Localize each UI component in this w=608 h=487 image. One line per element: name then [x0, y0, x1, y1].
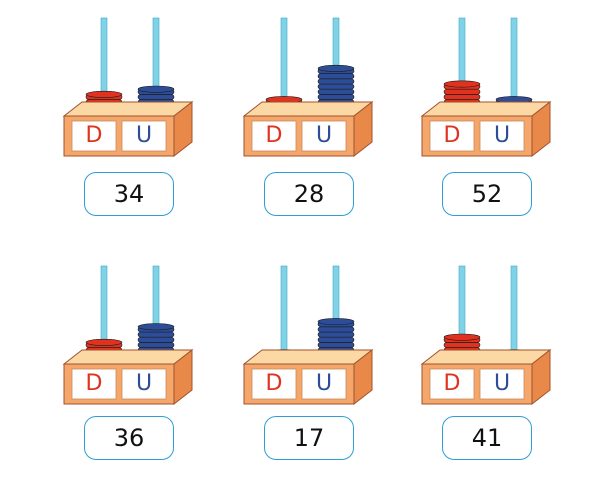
base-top [242, 349, 374, 365]
tens-rod [280, 265, 288, 361]
tens-label-panel [71, 368, 117, 400]
tens-bead-top [443, 333, 481, 341]
abacus-drawing [420, 265, 552, 406]
units-bead [317, 342, 355, 348]
abacus-drawing [62, 265, 194, 406]
units-bead [137, 331, 175, 338]
tens-bead [443, 342, 481, 348]
base-top [242, 101, 374, 117]
tens-label-panel [251, 120, 297, 152]
base-top [420, 349, 552, 365]
tens-bead [443, 88, 481, 95]
abacus-drawing [242, 265, 374, 406]
units-label-panel [301, 120, 347, 152]
base-top [62, 101, 194, 117]
units-bead [137, 342, 175, 348]
units-label-panel [479, 368, 525, 400]
units-bead [317, 336, 355, 343]
tens-label: D [265, 371, 283, 396]
abacus-drawing [62, 17, 194, 158]
units-bead [317, 83, 355, 90]
units-bead [317, 331, 355, 338]
abacus-drawing [420, 17, 552, 158]
tens-label-panel [251, 368, 297, 400]
number-box: 34 [84, 172, 174, 216]
units-label-panel [121, 368, 167, 400]
units-bead [317, 88, 355, 95]
tens-bead-top [85, 90, 123, 98]
tens-label: D [443, 123, 461, 148]
units-bead [137, 336, 175, 343]
units-bead-top [137, 323, 175, 331]
units-label: U [135, 123, 153, 148]
units-label: U [315, 371, 333, 396]
units-label-panel [121, 120, 167, 152]
units-bead [137, 94, 175, 100]
units-bead [317, 94, 355, 100]
units-label-panel [301, 368, 347, 400]
units-bead-top [317, 318, 355, 326]
tens-bead-top [85, 338, 123, 346]
base-top [62, 349, 194, 365]
units-bead [317, 326, 355, 333]
tens-label: D [85, 371, 103, 396]
units-bead-top [137, 85, 175, 93]
number-box: 52 [442, 172, 532, 216]
units-bead [317, 73, 355, 80]
number-box: 41 [442, 416, 532, 460]
tens-label: D [85, 123, 103, 148]
tens-label-panel [429, 368, 475, 400]
base-top [420, 101, 552, 117]
tens-bead-top [443, 80, 481, 88]
units-bead [317, 78, 355, 85]
units-label: U [493, 123, 511, 148]
number-box: 36 [84, 416, 174, 460]
units-label: U [135, 371, 153, 396]
number-box: 28 [264, 172, 354, 216]
tens-bead [443, 94, 481, 100]
tens-label-panel [429, 120, 475, 152]
tens-label: D [443, 371, 461, 396]
abacus-drawing [242, 17, 374, 158]
units-label: U [315, 123, 333, 148]
units-rod [510, 265, 518, 361]
tens-label-panel [71, 120, 117, 152]
units-label: U [493, 371, 511, 396]
units-label-panel [479, 120, 525, 152]
units-bead-top [317, 64, 355, 72]
number-box: 17 [264, 416, 354, 460]
tens-label: D [265, 123, 283, 148]
